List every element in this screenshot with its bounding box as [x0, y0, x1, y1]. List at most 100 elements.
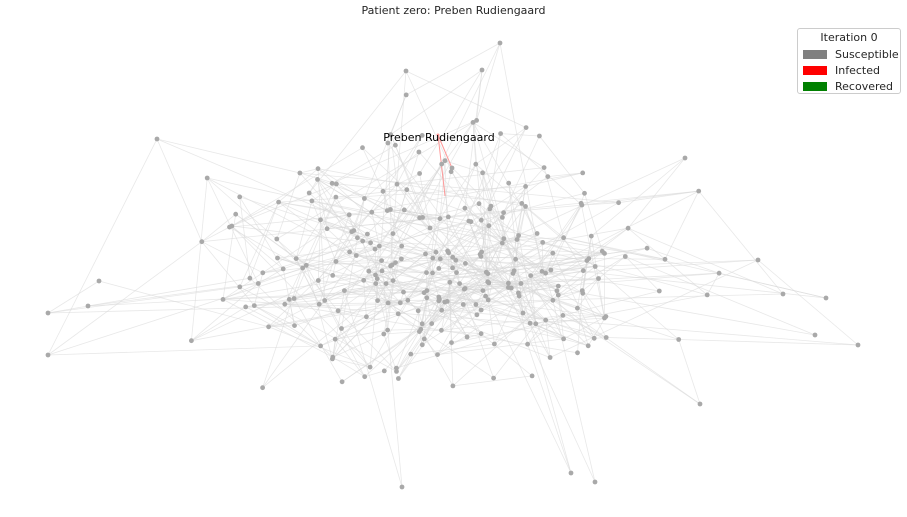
network-node [346, 212, 352, 218]
network-node [399, 484, 405, 490]
network-node [622, 254, 628, 259]
network-node [442, 299, 448, 305]
network-edge [438, 288, 465, 298]
network-node [616, 200, 621, 206]
network-edge [588, 250, 603, 259]
network-node [233, 211, 239, 217]
network-edge [547, 172, 583, 177]
network-edge [201, 241, 263, 274]
network-node [498, 131, 503, 137]
network-edge [478, 203, 505, 239]
network-node [592, 479, 598, 485]
network-node [588, 233, 594, 239]
network-node [227, 224, 232, 230]
network-edge [582, 292, 816, 336]
network-edge [545, 320, 551, 358]
network-edge [356, 248, 376, 256]
network-edge [47, 345, 321, 356]
network-edge [295, 219, 321, 259]
network-node [540, 240, 546, 245]
network-edge [444, 160, 503, 218]
network-edge [390, 134, 398, 185]
network-node [437, 216, 443, 222]
network-node [716, 270, 722, 276]
network-edge [381, 260, 403, 488]
network-node [322, 298, 328, 303]
network-edge [472, 122, 477, 165]
network-edge [562, 290, 660, 316]
network-node [45, 310, 51, 316]
network-edge [387, 142, 490, 284]
network-edge [331, 120, 477, 184]
network-node [367, 364, 373, 370]
network-node [361, 277, 367, 283]
network-edge [398, 206, 526, 379]
network-edge [502, 203, 523, 218]
network-edge [439, 270, 584, 300]
network-node [442, 158, 448, 164]
network-node [416, 149, 422, 155]
network-edge [480, 227, 629, 255]
network-node [424, 295, 430, 301]
network-node [596, 276, 601, 281]
network-edge [500, 133, 583, 206]
network-edge [363, 280, 399, 315]
network-node [403, 92, 409, 98]
network-edge [552, 300, 596, 483]
network-node [333, 194, 339, 200]
network-node [403, 68, 409, 74]
network-edge [470, 221, 503, 244]
network-edge [545, 266, 596, 274]
network-node [388, 132, 394, 138]
network-edge [377, 258, 441, 280]
network-edge [396, 135, 423, 185]
network-edge [475, 164, 503, 244]
infected-swatch [803, 65, 827, 75]
network-edge [452, 253, 481, 258]
network-edge [293, 196, 337, 299]
network-node [508, 285, 514, 291]
network-edge [156, 138, 519, 294]
network-edge [318, 280, 606, 317]
network-edge [425, 225, 489, 255]
network-node [682, 155, 688, 161]
network-node [251, 303, 257, 308]
network-node [330, 273, 336, 278]
network-edge [239, 286, 397, 372]
network-node [514, 237, 520, 242]
network-edge [332, 358, 371, 368]
network-edge [311, 200, 337, 262]
network-edge [420, 301, 446, 330]
network-node [334, 181, 339, 187]
network-edge [625, 256, 660, 292]
network-edge [254, 305, 321, 347]
network-node [189, 338, 194, 344]
network-edge [317, 179, 328, 229]
network-node [548, 267, 554, 273]
network-node [430, 255, 436, 261]
network-node [385, 300, 391, 306]
network-edge [206, 177, 307, 266]
legend-item-infected: Infected [803, 62, 895, 78]
network-edge [582, 278, 599, 292]
network-edge [562, 315, 606, 317]
network-node [541, 165, 547, 171]
network-node [527, 320, 533, 326]
network-edge [627, 227, 784, 295]
network-edge [222, 214, 237, 300]
network-node [704, 292, 710, 298]
network-edge [364, 323, 423, 377]
network-edge [191, 283, 259, 342]
network-edge [444, 160, 454, 386]
network-edge [437, 309, 482, 355]
network-node [510, 271, 516, 276]
network-node [518, 281, 524, 286]
network-node [478, 331, 484, 337]
network-edge [459, 278, 599, 284]
network-edge [527, 319, 547, 345]
network-edge [475, 127, 527, 165]
network-node [433, 249, 439, 255]
network-node [437, 256, 443, 262]
network-node [333, 259, 339, 264]
network-edge [441, 299, 553, 311]
